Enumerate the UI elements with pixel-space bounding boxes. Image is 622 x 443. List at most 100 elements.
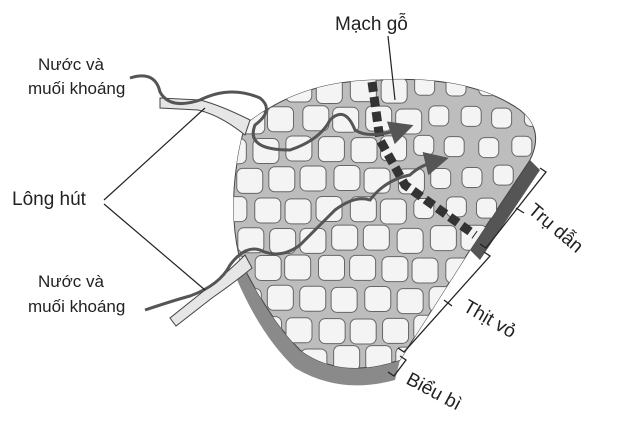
cell (362, 224, 390, 251)
water-flow-arrow-bottom (144, 151, 449, 312)
cell (349, 318, 377, 345)
cell (268, 166, 296, 193)
root-hair-pointer-bottom (103, 203, 206, 291)
cell (364, 286, 392, 313)
cell (299, 227, 327, 254)
cell (526, 287, 536, 314)
cell (382, 317, 410, 344)
cell (381, 256, 409, 283)
cell (253, 379, 279, 404)
root-hair-pointer-top (103, 107, 206, 201)
cell (460, 105, 482, 127)
cell (350, 137, 378, 164)
cell (233, 138, 247, 165)
cell (315, 195, 343, 222)
cell (540, 378, 566, 403)
cell (299, 285, 327, 312)
cell (541, 256, 567, 281)
cell (284, 254, 312, 281)
cell (413, 134, 435, 156)
tissue-side-face (235, 260, 400, 386)
label-root-hair: Lông hút (12, 189, 87, 210)
cell (509, 375, 535, 400)
cell (427, 344, 455, 368)
cell (299, 165, 327, 192)
cell (318, 318, 346, 345)
cell (414, 79, 436, 96)
cell (379, 198, 407, 225)
cell (284, 198, 312, 225)
cell (462, 346, 490, 368)
cell (330, 286, 358, 313)
label-water-bottom-line1: Nước và (38, 272, 105, 291)
cell (461, 167, 483, 189)
cell (349, 196, 377, 223)
cell (541, 75, 561, 95)
cell (238, 347, 266, 368)
cell (266, 284, 294, 311)
cell (317, 254, 345, 281)
cell (478, 137, 500, 159)
cell (511, 135, 533, 157)
cell (510, 257, 536, 284)
cell (285, 317, 313, 344)
cell (331, 224, 359, 251)
cell (429, 225, 457, 252)
cell (491, 107, 513, 129)
cell (363, 167, 391, 194)
cell (233, 79, 249, 103)
cell (478, 377, 504, 402)
label-water-bottom-line2: muối khoáng (28, 297, 125, 316)
cell (266, 106, 294, 133)
cell (333, 345, 361, 368)
bracket-cortex (397, 251, 491, 353)
xylem-vessel (367, 81, 478, 239)
cell (302, 105, 330, 132)
root-hair-top (159, 97, 251, 136)
label-water-top-line2: muối khoáng (28, 79, 125, 98)
cell (396, 288, 424, 315)
cell (333, 165, 361, 192)
stele-side-face (470, 160, 540, 260)
cell (233, 318, 249, 345)
cell (254, 197, 282, 224)
cell (317, 136, 345, 163)
cell (445, 196, 467, 218)
label-xylem: Mạch gỗ (335, 13, 408, 35)
root-hair-bottom (169, 254, 253, 327)
cell (221, 378, 247, 403)
cell (476, 197, 498, 219)
cell (445, 79, 467, 97)
cell (492, 164, 514, 186)
cell (430, 167, 452, 189)
xylem-pointer-line (387, 35, 396, 101)
cell (285, 135, 313, 162)
cell (315, 79, 343, 105)
cell (509, 79, 531, 98)
cell (285, 79, 313, 103)
cell (476, 258, 504, 285)
water-flow-arrow-top (129, 74, 414, 152)
cell (428, 105, 450, 127)
cell (396, 227, 424, 254)
bracket-epidermis (387, 355, 407, 377)
cell (349, 254, 377, 281)
cell (411, 257, 439, 284)
bracket-stele (479, 167, 547, 249)
label-water-top-line1: Nước và (38, 55, 105, 74)
label-cortex: Thịt vỏ (460, 296, 520, 343)
cell (447, 316, 475, 343)
cell (542, 137, 562, 157)
cell (254, 255, 282, 282)
cell (236, 167, 264, 194)
cell (542, 317, 568, 342)
cell (493, 286, 521, 313)
cell (286, 377, 312, 402)
cell (490, 346, 518, 368)
cell (445, 257, 473, 284)
label-epidermis: Biểu bì (403, 369, 465, 415)
cell (478, 79, 500, 97)
cell (237, 227, 265, 254)
cell (443, 136, 465, 158)
